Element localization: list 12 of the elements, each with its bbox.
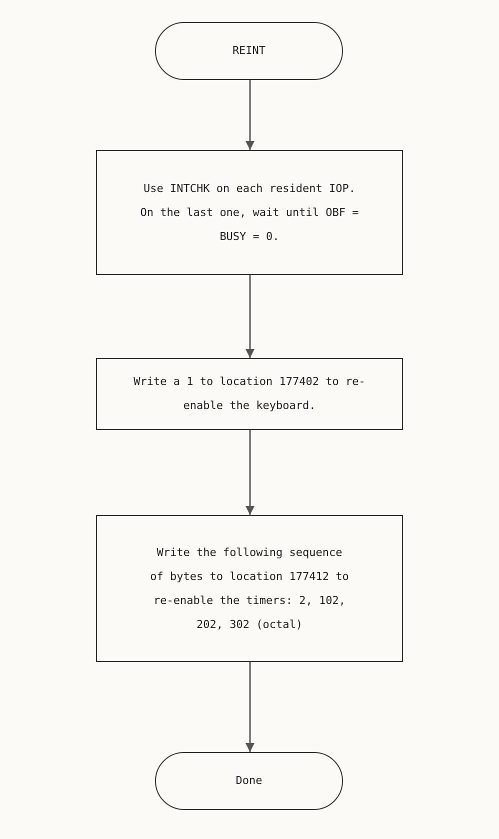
terminal-label: Done xyxy=(236,773,262,789)
arrow xyxy=(246,430,254,515)
process-text: Write the following sequence of bytes to location 177412 to re-enable the timers: 2, 102, 202, 302 (octal) xyxy=(149,544,350,632)
process-box xyxy=(96,150,403,275)
process-box xyxy=(96,515,403,662)
terminal-label: REINT xyxy=(232,43,266,59)
arrow xyxy=(246,80,254,150)
arrow xyxy=(246,275,254,358)
process-text: Use INTCHK on each resident IOP. On the last one, wait until OBF = BUSY = 0. xyxy=(139,180,360,244)
process-box xyxy=(96,358,403,430)
process-text: Write a 1 to location 177402 to re-enable the keyboard. xyxy=(132,374,366,414)
arrow xyxy=(246,662,254,752)
